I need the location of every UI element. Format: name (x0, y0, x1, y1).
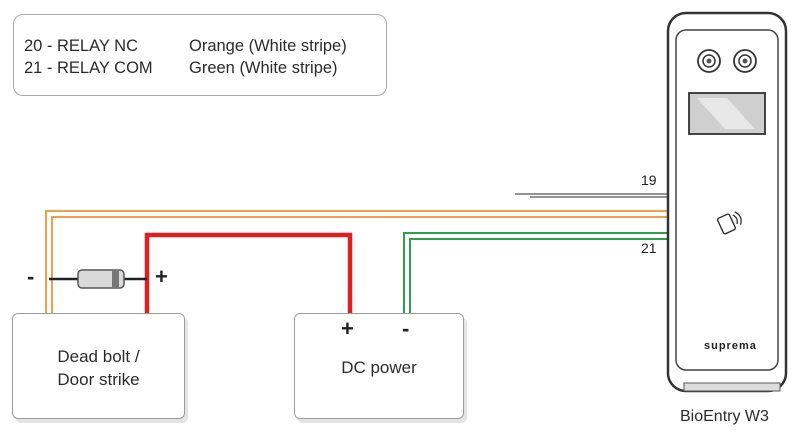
legend-pin: 20 - RELAY NC (24, 37, 139, 55)
device-screen (688, 92, 766, 135)
deadbolt-label-line2: Door strike (57, 370, 140, 389)
wire-legend: 20 - RELAY NC Orange (White stripe) 21 - … (13, 14, 387, 96)
dc-power-label: DC power (341, 358, 417, 377)
camera-icon (733, 49, 757, 73)
deadbolt-box: Dead bolt / Door strike (12, 313, 185, 419)
deadbolt-plus-sign: + (155, 264, 168, 289)
deadbolt-minus-sign: - (27, 264, 35, 289)
legend-color: Green (White stripe) (189, 59, 338, 77)
wire-label-21: 21 (641, 240, 657, 256)
device-name-label: BioEntry W3 (680, 408, 769, 425)
camera-icon (697, 49, 721, 73)
dc-power-minus-sign: - (402, 316, 410, 341)
device-brand-logo: suprema (704, 340, 757, 352)
card-tap-icon (716, 211, 742, 235)
legend-color: Orange (White stripe) (189, 37, 347, 55)
wire-label-19: 19 (641, 172, 657, 188)
wire-green-relay-com (403, 232, 670, 314)
deadbolt-label-line1: Dead bolt / (57, 347, 140, 366)
wire-red (144, 232, 353, 314)
legend-row: 20 - RELAY NC Orange (White stripe) (24, 37, 347, 56)
dc-power-box: DC power (294, 313, 464, 419)
diode-icon (49, 269, 147, 289)
wire-orange-relay-nc (45, 210, 670, 314)
legend-pin: 21 - RELAY COM (24, 59, 153, 77)
dc-power-plus-sign: + (341, 316, 354, 341)
legend-row: 21 - RELAY COM Green (White stripe) (24, 59, 338, 78)
